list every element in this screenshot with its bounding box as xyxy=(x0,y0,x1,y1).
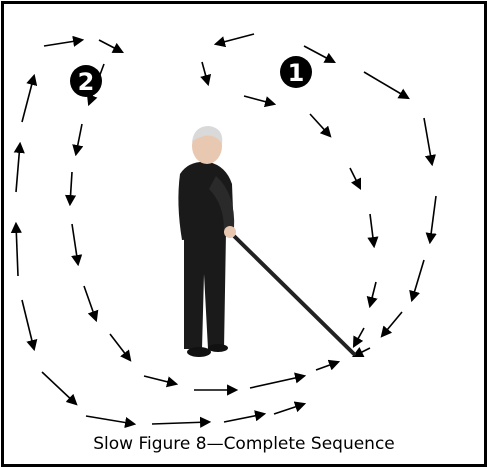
path-arrow xyxy=(315,359,341,371)
path-arrow xyxy=(409,259,425,303)
arrow-path-group xyxy=(10,33,437,429)
path-arrow xyxy=(366,281,378,309)
path-arrow xyxy=(43,35,85,47)
man-shoe-left xyxy=(187,347,211,357)
path-arrow xyxy=(98,39,124,54)
man-legs xyxy=(184,232,226,349)
path-arrow xyxy=(85,415,137,429)
man-hair xyxy=(192,126,223,144)
path-arrow xyxy=(363,71,410,100)
path-arrow xyxy=(223,410,267,423)
path-arrow xyxy=(109,333,132,362)
path-arrow xyxy=(425,195,437,245)
path-arrow xyxy=(41,371,78,406)
path-arrow xyxy=(64,171,77,207)
path-arrow xyxy=(243,95,277,108)
path-arrow xyxy=(352,327,365,348)
figure-eight-diagram: 1 2 xyxy=(10,33,437,429)
path-arrow xyxy=(380,311,403,338)
path-arrow xyxy=(349,167,362,191)
path-arrow xyxy=(309,113,332,138)
path-arrow xyxy=(249,372,307,389)
path-arrow xyxy=(143,375,179,388)
path-arrow xyxy=(72,123,84,157)
path-arrow xyxy=(71,223,83,267)
path-arrow xyxy=(351,346,371,358)
man-arm xyxy=(209,176,235,230)
man-shoe-right xyxy=(208,344,228,352)
caption: Slow Figure 8—Complete Sequence xyxy=(93,434,395,454)
path-arrow xyxy=(83,285,99,323)
path-arrow xyxy=(367,213,379,249)
path-arrow xyxy=(200,61,212,87)
man-with-cane-figure xyxy=(178,126,356,357)
man-hand xyxy=(224,226,236,238)
path-arrow xyxy=(21,299,38,352)
marker-1: 1 xyxy=(280,56,312,88)
path-arrow xyxy=(213,33,255,48)
path-arrow xyxy=(10,221,22,277)
path-arrow xyxy=(13,141,25,193)
marker-2-label: 2 xyxy=(78,68,95,96)
path-arrow xyxy=(21,73,38,123)
marker-1-label: 1 xyxy=(288,59,305,87)
marker-2: 2 xyxy=(70,65,102,97)
path-arrow xyxy=(273,401,307,415)
cane xyxy=(230,232,356,356)
path-arrow xyxy=(303,45,336,64)
path-arrow xyxy=(423,117,436,167)
path-arrow xyxy=(151,416,212,428)
